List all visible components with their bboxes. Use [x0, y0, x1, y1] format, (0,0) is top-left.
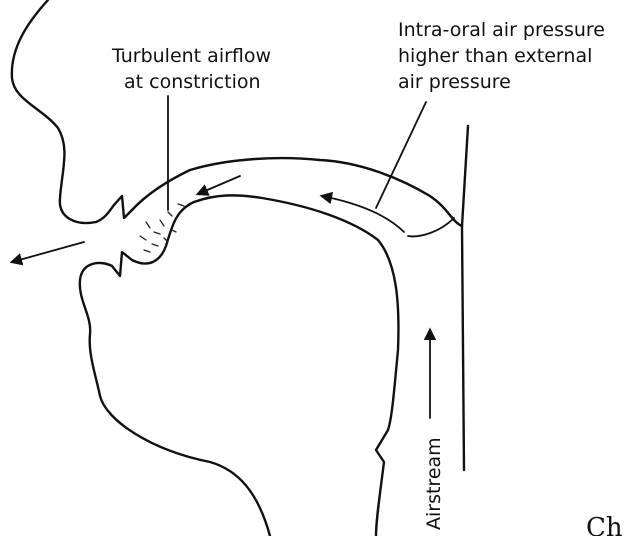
lower-lip-chin-outline [80, 252, 270, 536]
soft-palate-line [408, 218, 454, 236]
turbulent-label-line1: Turbulent airflow [111, 45, 271, 67]
cut-off-caption: Ch [586, 513, 623, 536]
airflow-arrow-middle [322, 196, 404, 232]
pressure-label-line3: air pressure [398, 71, 511, 93]
pressure-label-line1: Intra-oral air pressure [398, 19, 605, 41]
pressure-pointer-line [376, 102, 426, 208]
turbulence-marks [140, 204, 184, 252]
airstream-label: Airstream [423, 437, 445, 530]
airflow-arrow-exit [12, 242, 84, 262]
tongue-outline [132, 195, 398, 536]
pharynx-back-wall [462, 126, 468, 470]
turbulent-label-line2: at constriction [124, 71, 261, 93]
airflow-arrow-front [198, 176, 240, 194]
upper-teeth-outline [114, 196, 132, 218]
pressure-label-line2: higher than external [398, 45, 592, 67]
face-profile-outline [12, 0, 114, 223]
palate-outline [132, 158, 462, 226]
